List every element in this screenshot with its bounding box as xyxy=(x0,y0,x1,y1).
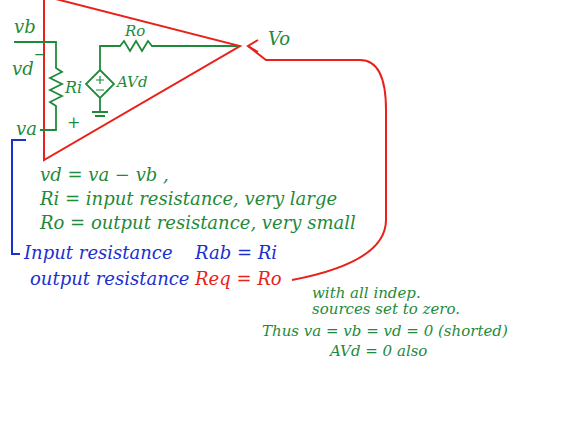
note: Input resistance xyxy=(24,244,173,263)
signal-name: vd xyxy=(12,60,34,79)
signal-name: va xyxy=(16,120,37,139)
input-circuit xyxy=(14,41,238,130)
note: Ri = input resistance, very large xyxy=(40,190,337,209)
op-amp-triangle xyxy=(44,0,240,160)
note: with all indep. sources set to zero. xyxy=(312,286,482,318)
equation: Rab = Ri xyxy=(195,244,277,263)
note: Ro = output resistance, very small xyxy=(40,214,356,233)
signal-name: vb xyxy=(14,18,36,37)
note: Thus va = vb = vd = 0 (shorted) xyxy=(262,324,508,340)
equation: Req = Ro xyxy=(195,270,282,289)
equation: AVd = 0 also xyxy=(330,344,427,360)
equation: vd = va − vb , xyxy=(40,166,169,185)
component-label: Ro xyxy=(125,24,145,40)
signal-name: Vo xyxy=(268,30,290,49)
polarity-sign: + xyxy=(67,115,80,132)
component-label: AVd xyxy=(117,75,148,91)
note: output resistance xyxy=(30,270,190,289)
input-bracket xyxy=(12,140,26,254)
component-label: Ri xyxy=(65,80,82,97)
polarity-sign: − xyxy=(34,47,46,62)
